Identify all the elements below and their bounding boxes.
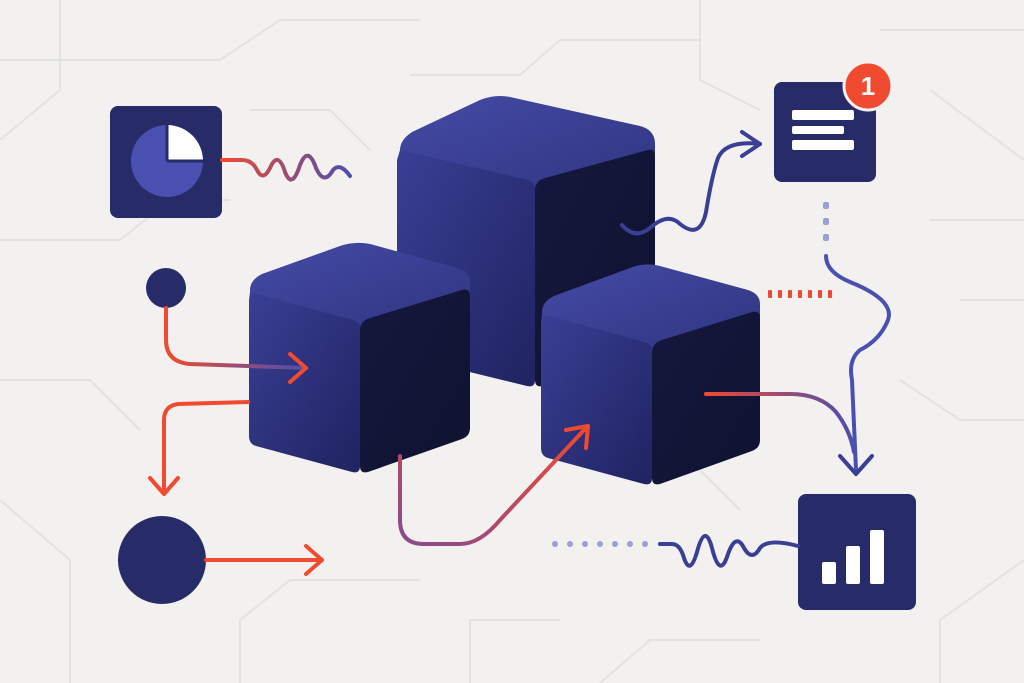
squiggle-connector-top-left <box>220 153 352 182</box>
cube-left <box>249 242 470 473</box>
document-lines-icon <box>792 110 854 150</box>
notification-count: 1 <box>861 71 875 101</box>
arrowhead-node <box>148 476 180 496</box>
arrowhead-right-cube <box>564 424 590 450</box>
arrowhead-bar-card <box>838 454 874 476</box>
pie-chart-icon <box>131 125 203 197</box>
bar-chart-card <box>798 494 916 610</box>
notification-badge: 1 <box>842 60 894 112</box>
connector-right-cube-to-bar-card <box>704 392 856 454</box>
cube-right <box>541 264 760 485</box>
connector-left-cube-to-node <box>162 400 250 492</box>
curve-to-bar-card <box>824 254 891 472</box>
arrowhead-message-card <box>740 130 762 158</box>
pie-chart-card <box>110 106 222 218</box>
dotted-connector-vertical <box>823 202 829 241</box>
squiggle-connector-bottom <box>658 534 800 568</box>
bar-chart-icon <box>822 530 884 584</box>
arrowhead-left-cube <box>288 352 308 384</box>
connector-left-cube-to-right-cube <box>398 428 586 546</box>
node-large <box>118 516 206 604</box>
dotted-connector-bottom <box>552 541 648 547</box>
connector-node-to-left-cube <box>164 306 308 370</box>
node-small <box>146 268 186 308</box>
arrowhead-node-right <box>304 544 324 576</box>
dashed-connector-red <box>768 290 832 298</box>
arrow-to-message-card <box>620 141 762 236</box>
message-card <box>774 82 876 182</box>
